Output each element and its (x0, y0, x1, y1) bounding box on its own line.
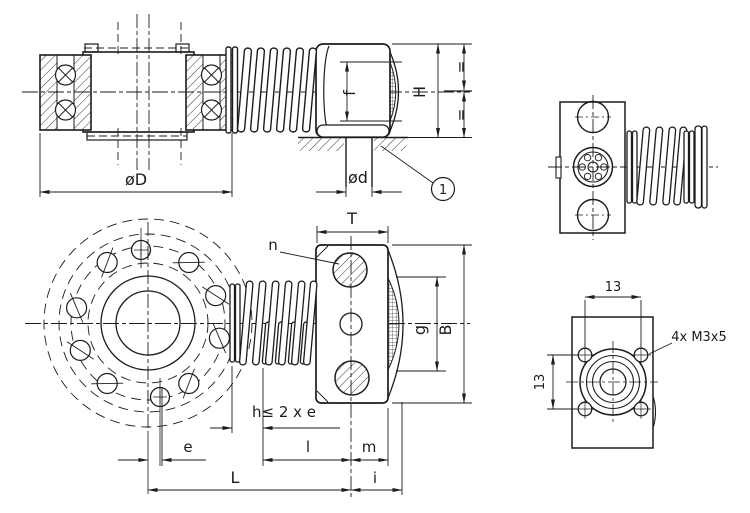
flange-front-view (25, 218, 470, 494)
dim-b-label: B (436, 325, 455, 336)
dim-total-length-label: L (231, 468, 240, 487)
base-pad (316, 124, 390, 138)
dim-f-label: f (340, 90, 359, 96)
hole-pitch-vertical-label: 13 (533, 374, 548, 391)
dim-outer-diameter-label: øD (125, 170, 147, 189)
rollers (65, 247, 230, 399)
side-assembly-view (548, 95, 718, 240)
thread-holes (575, 345, 651, 419)
dimensions (39, 43, 673, 495)
equal-mark-lower: = (452, 109, 470, 122)
knurl-wheel-outline (387, 249, 404, 399)
spring-stack-side (626, 125, 708, 209)
equal-mark-upper: = (452, 61, 470, 74)
spring-front (229, 280, 318, 366)
plunger-side-view (225, 43, 408, 187)
dim-pin-diameter-label: ød (348, 168, 368, 187)
dim-t-label: T (346, 209, 357, 228)
balloon-leader-line (380, 145, 434, 184)
knurl-wheel-outline (389, 51, 400, 132)
hole-n-leader-line (279, 251, 340, 265)
hole-n-label: n (268, 236, 278, 254)
flange-plate-side (559, 101, 626, 234)
dim-g-label: g (410, 325, 429, 335)
spring-coils (236, 47, 318, 133)
bearing-ring-left (39, 54, 92, 131)
balloon-1 (430, 176, 456, 202)
thread-callout-label: 4x M3x5 (671, 330, 727, 345)
dim-i-label: i (373, 469, 377, 487)
dim-height-label: H (410, 86, 429, 98)
dim-m-label: m (362, 438, 377, 456)
balloon-1-number: 1 (439, 183, 447, 198)
thread-leader-line (648, 342, 673, 355)
stroke-condition-label: h≤ 2 x e (252, 403, 316, 421)
knurl-pattern (387, 277, 400, 371)
dim-l-label: l (306, 438, 310, 456)
housing-front-view (229, 236, 404, 497)
dim-e-label: e (183, 438, 192, 456)
mounting-face-view (566, 316, 658, 449)
knurl-pattern (389, 61, 397, 122)
hole-pitch-horizontal-label: 13 (605, 280, 622, 295)
